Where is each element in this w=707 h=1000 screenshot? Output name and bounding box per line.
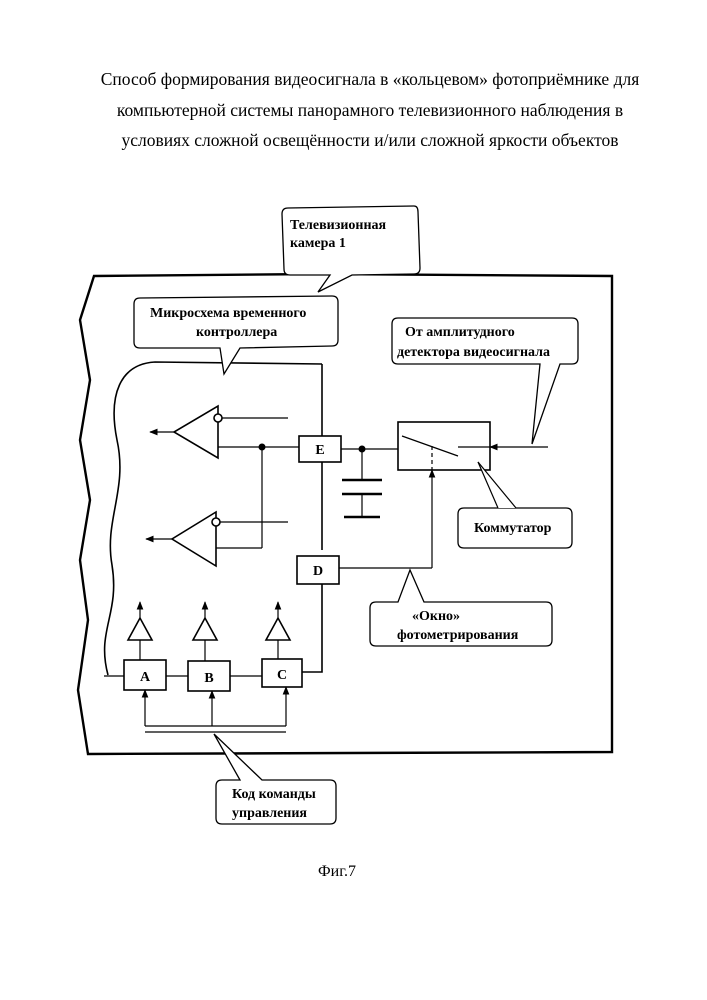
buffer-a [128, 618, 152, 640]
code-label-line-1: Код команды [232, 787, 316, 802]
amplifier-lower-bubble [212, 518, 220, 526]
buffer-b [193, 618, 217, 640]
window-label-line-1: «Окно» [412, 609, 460, 624]
camera-label-line-1: Телевизионная [290, 218, 387, 233]
amplifier-lower [172, 512, 216, 566]
code-label-line-2: управления [232, 806, 307, 821]
controller-label-line-1: Микросхема временного [150, 306, 306, 321]
window-label-line-2: фотометрирования [397, 628, 519, 643]
switch-label: Коммутатор [474, 521, 552, 536]
block-b-label: B [204, 671, 213, 686]
block-a-label: A [140, 670, 151, 685]
block-e-label: E [315, 443, 324, 458]
detector-label-line-1: От амплитудного [405, 325, 515, 340]
switch-box [398, 422, 490, 470]
amplifier-upper [174, 406, 218, 458]
block-c-label: C [277, 668, 287, 683]
controller-label-line-2: контроллера [196, 325, 277, 340]
block-d-label: D [313, 564, 323, 579]
detector-label-line-2: детектора видеосигнала [397, 345, 550, 360]
camera-label-line-2: камера 1 [290, 236, 346, 251]
buffer-c [266, 618, 290, 640]
controller-d-c-link [302, 584, 322, 672]
amplifier-upper-bubble [214, 414, 222, 422]
figure-caption: Фиг.7 [318, 863, 356, 880]
